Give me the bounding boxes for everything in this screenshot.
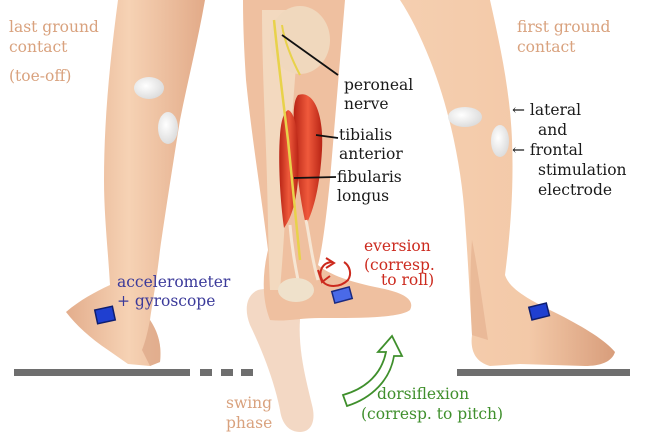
dorsiflexion-label: dorsiflexion (377, 385, 469, 404)
tibialis-anterior-label: tibialis (339, 126, 392, 145)
imu-label: accelerometer (117, 273, 230, 292)
electrode-label-4: stimulation (538, 161, 627, 180)
electrode-label-2: and (538, 121, 567, 140)
peroneal-nerve-label: peroneal (344, 76, 413, 95)
peroneal-nerve-label-2: nerve (344, 95, 389, 114)
toe-off-label: (toe-off) (9, 67, 71, 86)
last-contact-label-2: contact (9, 38, 67, 57)
tibialis-anterior-label-2: anterior (339, 145, 403, 164)
imu-label-2: + gyroscope (117, 292, 215, 311)
first-contact-label: first ground (517, 18, 610, 37)
last-contact-label: last ground (9, 18, 99, 37)
fibularis-longus-label-2: longus (337, 187, 389, 206)
swing-phase-label: swing (226, 394, 272, 413)
fibularis-longus-label: fibularis (337, 168, 402, 187)
ground-line (14, 369, 630, 376)
eversion-label-3: to roll) (381, 271, 434, 290)
electrode-label-5: electrode (538, 181, 612, 200)
eversion-label: eversion (364, 237, 431, 256)
electrode-label: ← lateral (512, 101, 581, 120)
first-contact-label-2: contact (517, 38, 575, 57)
swing-phase-label-2: phase (226, 414, 272, 433)
left-leg (66, 0, 205, 366)
electrode-label-3: ← frontal (512, 141, 583, 160)
dorsiflexion-label-2: (corresp. to pitch) (361, 405, 503, 424)
